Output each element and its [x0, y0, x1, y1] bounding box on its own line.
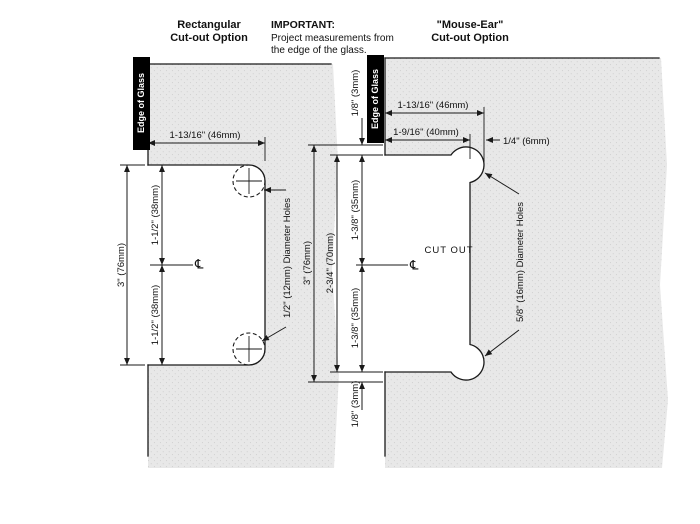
- edge-label-background: [133, 57, 150, 150]
- rect-width-dimension: 1-9/16" (40mm): [393, 127, 459, 138]
- cutout-area: [385, 146, 484, 381]
- important-note-line2: the edge of the glass.: [271, 45, 367, 56]
- holes-diameter-label: 1/2" (12mm) Diameter Holes: [282, 198, 293, 318]
- cutout-outline: [384, 146, 485, 381]
- dimension-lines: [308, 107, 520, 410]
- cutout-label: CUT OUT: [424, 245, 473, 256]
- bottom-gap-dimension: 1/8" (3mm): [350, 381, 361, 428]
- right-diagram-title-line1: "Mouse-Ear": [437, 19, 504, 31]
- ear-protrusion-dimension: 1/4" (6mm): [503, 136, 550, 147]
- header: Rectangular Cut-out Option IMPORTANT: Pr…: [170, 19, 509, 56]
- lower-half-dimension: 1-3/8" (35mm): [350, 288, 361, 348]
- bottom-ear-leader: [484, 329, 520, 357]
- rectangular-cutout-diagram: 1-13/16" (46mm) 3" (76mm) 1-1/2" (38mm) …: [116, 57, 339, 468]
- upper-half-dimension: 1-3/8" (35mm): [350, 180, 361, 240]
- width-dimension: 1-13/16" (46mm): [170, 130, 241, 141]
- bottom-hole-leader: [261, 326, 287, 342]
- full-width-dimension: 1-13/16" (46mm): [398, 100, 469, 111]
- edge-of-glass-label: Edge of Glass: [133, 57, 150, 150]
- cutout-area: [148, 165, 265, 365]
- left-diagram-title-line1: Rectangular: [177, 19, 241, 31]
- edge-label-background: [367, 55, 384, 143]
- lower-half-dimension: 1-1/2" (38mm): [150, 285, 161, 345]
- right-diagram-title-line2: Cut-out Option: [431, 32, 509, 44]
- edge-of-glass-text: Edge of Glass: [370, 69, 380, 129]
- important-note-line1: Project measurements from: [271, 33, 394, 44]
- top-ear-leader: [484, 172, 520, 195]
- total-height-dimension: 3" (76mm): [116, 243, 127, 287]
- important-label: IMPORTANT:: [271, 19, 335, 31]
- drill-holes: [232, 164, 266, 366]
- upper-half-dimension: 1-1/2" (38mm): [150, 185, 161, 245]
- mouse-ear-cutout-diagram: 1-13/16" (46mm) 1-9/16" (40mm) 1/4" (6mm…: [302, 55, 668, 468]
- top-hole-circle: [232, 164, 266, 198]
- holes-diameter-label: 5/8" (16mm) Diameter Holes: [515, 202, 526, 322]
- total-height-dimension: 3" (76mm): [302, 241, 313, 285]
- left-diagram-title-line2: Cut-out Option: [170, 32, 248, 44]
- edge-of-glass-text: Edge of Glass: [136, 73, 146, 133]
- bottom-hole-circle: [232, 332, 266, 366]
- edge-of-glass-label: Edge of Glass: [367, 55, 384, 143]
- dimension-lines: [120, 137, 287, 366]
- centerline-symbol: ℄: [409, 259, 419, 274]
- centerline-symbol: ℄: [194, 258, 204, 273]
- cutout-height-dimension: 2-3/4" (70mm): [325, 233, 336, 293]
- top-gap-dimension: 1/8" (3mm): [350, 70, 361, 117]
